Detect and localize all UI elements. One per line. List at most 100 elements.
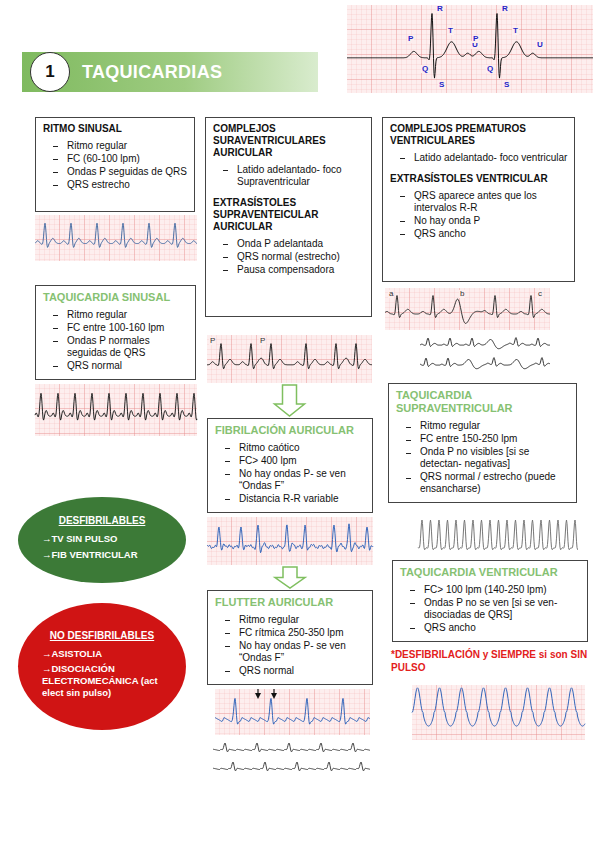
grid-major bbox=[35, 215, 197, 261]
number-circle: 1 bbox=[30, 52, 70, 92]
warning-note: *DESFIBRILACIÓN y SIEMPRE si son SIN PUL… bbox=[391, 649, 589, 674]
info-box: COMPLEJOS SURAVENTRICULARES AURICULARLat… bbox=[205, 117, 372, 317]
info-box: TAQUICARDIA SUPRAVENTRICULARRitmo regula… bbox=[388, 383, 577, 503]
bullet-text: Ondas P no se ven [si se ven- disociadas… bbox=[400, 597, 581, 621]
bullet-text: Ritmo regular bbox=[43, 140, 188, 152]
grid-paper bbox=[385, 288, 550, 330]
bullet-text: FC> 100 lpm (140-250 lpm) bbox=[400, 584, 581, 596]
grid-fine bbox=[207, 517, 373, 565]
grid-paper bbox=[35, 384, 197, 436]
strip-label: b bbox=[459, 290, 465, 298]
strip-label: P bbox=[209, 337, 216, 345]
wave-label: U bbox=[536, 41, 544, 49]
grid-major bbox=[215, 689, 370, 735]
category-ellipse: NO DESFIBRILABLES →ASISTOLIA →DISOCIACIÓN … bbox=[18, 603, 186, 730]
ecg-strip bbox=[35, 215, 197, 261]
arrow-item: →ASISTOLIA bbox=[42, 648, 162, 660]
wave-label: T bbox=[512, 27, 519, 35]
grid-major bbox=[207, 517, 373, 565]
bullet-text: Ondas P seguidas de QRS bbox=[43, 166, 188, 178]
grid-major bbox=[347, 5, 593, 93]
arrow-item: →DISOCIACIÓN ELECTROMECÁNICA (act elect … bbox=[42, 663, 162, 699]
box-heading: COMPLEJOS PREMATUROS VENTRICULARES bbox=[390, 123, 568, 147]
bullet-text: FC entre 150-250 lpm bbox=[396, 433, 570, 445]
bullet-text: Ondas P normales seguidas de QRS bbox=[43, 335, 189, 359]
bullet-text: No hay onda P bbox=[390, 215, 568, 227]
ecg-strip bbox=[207, 517, 373, 565]
grid-fine bbox=[207, 335, 372, 383]
grid-fine bbox=[412, 685, 585, 740]
wave-label: R bbox=[436, 5, 444, 13]
callout-number: 1 bbox=[45, 62, 54, 82]
bullet-text: Distancia R-R variable bbox=[215, 493, 366, 505]
bullet-text: QRS ancho bbox=[390, 228, 568, 240]
box-heading: COMPLEJOS SURAVENTRICULARES AURICULAR bbox=[213, 123, 365, 159]
bullet-text: QRS normal bbox=[43, 360, 189, 372]
wave-label: Q bbox=[421, 65, 429, 73]
ecg-trace bbox=[420, 338, 550, 349]
ecg-trace bbox=[215, 698, 370, 724]
info-box: FIBRILACIÓN AURICULARRitmo caóticoFC> 40… bbox=[207, 418, 373, 513]
grid-major bbox=[35, 384, 197, 436]
ecg-trace bbox=[347, 14, 593, 79]
ecg-strip bbox=[207, 335, 372, 383]
grid-paper bbox=[347, 5, 593, 93]
grid-paper bbox=[35, 215, 197, 261]
wave-label: T bbox=[447, 27, 454, 35]
bullet-text: Ritmo regular bbox=[43, 309, 189, 321]
bullet-text: No hay ondas P- se ven “Ondas F” bbox=[215, 640, 366, 664]
arrow-item: →TV SIN PULSO bbox=[42, 533, 162, 545]
box-heading: FLUTTER AURICULAR bbox=[215, 596, 366, 609]
wave-label: R bbox=[501, 5, 509, 13]
grid-paper bbox=[412, 685, 585, 740]
bullet-text: Latido adelantado- foco ventricular bbox=[390, 152, 568, 164]
ecg-trace bbox=[213, 743, 370, 752]
bullet-text: QRS aparece antes que los intervalos R-R bbox=[390, 190, 568, 214]
ecg-trace bbox=[420, 358, 550, 369]
ecg-strip bbox=[385, 288, 550, 330]
grid-fine bbox=[215, 689, 370, 735]
box-heading: EXTRASÍSTOLES VENTRICULAR bbox=[390, 173, 568, 185]
grid-fine bbox=[35, 384, 197, 436]
bullet-text: QRS normal / estrecho (puede ensancharse… bbox=[396, 471, 570, 495]
box-heading: FIBRILACIÓN AURICULAR bbox=[215, 424, 366, 437]
info-box: FLUTTER AURICULARRitmo regularFC rítmica… bbox=[207, 590, 373, 685]
bullet-text: No hay ondas P- se ven “Ondas F” bbox=[215, 468, 366, 492]
strip-label: a bbox=[388, 290, 394, 298]
bullet-text: Pausa compensadora bbox=[213, 264, 365, 276]
box-heading: EXTRASÍSTOLES SUPRAVENTEICULAR AURICULAR bbox=[213, 197, 365, 233]
grid-major bbox=[385, 288, 550, 330]
band-title: TAQUICARDIAS bbox=[82, 52, 318, 92]
ecg-trace bbox=[35, 223, 197, 247]
ecg-strip bbox=[215, 689, 370, 735]
ecg-trace bbox=[412, 688, 585, 726]
box-heading: TAQUICARDIA VENTRICULAR bbox=[400, 566, 581, 579]
grid-major bbox=[412, 685, 585, 740]
grid-major bbox=[207, 335, 372, 383]
arrow-item: →FIB VENTRICULAR bbox=[42, 549, 162, 561]
title-band: TAQUICARDIAS 1 bbox=[22, 52, 318, 92]
box-heading: RITMO SINUSAL bbox=[43, 123, 188, 135]
grid-paper bbox=[207, 517, 373, 565]
bullet-text: Ritmo regular bbox=[215, 614, 366, 626]
grid-paper bbox=[207, 335, 372, 383]
ecg-strip bbox=[35, 384, 197, 436]
grid-fine bbox=[347, 5, 593, 93]
category-ellipse: DESFIBRILABLES→TV SIN PULSO→FIB VENTRICU… bbox=[18, 497, 186, 583]
flow-arrow bbox=[275, 385, 305, 416]
ecg-trace bbox=[418, 520, 578, 550]
ecg-trace bbox=[207, 524, 373, 553]
bullet-text: Onda P adelantada bbox=[213, 238, 365, 250]
bullet-text: QRS normal bbox=[215, 665, 366, 677]
info-box: COMPLEJOS PREMATUROS VENTRICULARES Latido… bbox=[382, 117, 575, 282]
grid-paper bbox=[215, 689, 370, 735]
ecg-strip bbox=[412, 685, 585, 740]
ellipse-heading: NO DESFIBRILABLES bbox=[42, 630, 162, 643]
marker-stem bbox=[257, 689, 258, 694]
ecg-strip bbox=[347, 5, 593, 93]
box-heading: TAQUICARDIA SINUSAL bbox=[43, 291, 189, 304]
wave-label: S bbox=[438, 81, 445, 89]
marker-stem bbox=[273, 689, 274, 694]
bullet-text: FC> 400 lpm bbox=[215, 455, 366, 467]
